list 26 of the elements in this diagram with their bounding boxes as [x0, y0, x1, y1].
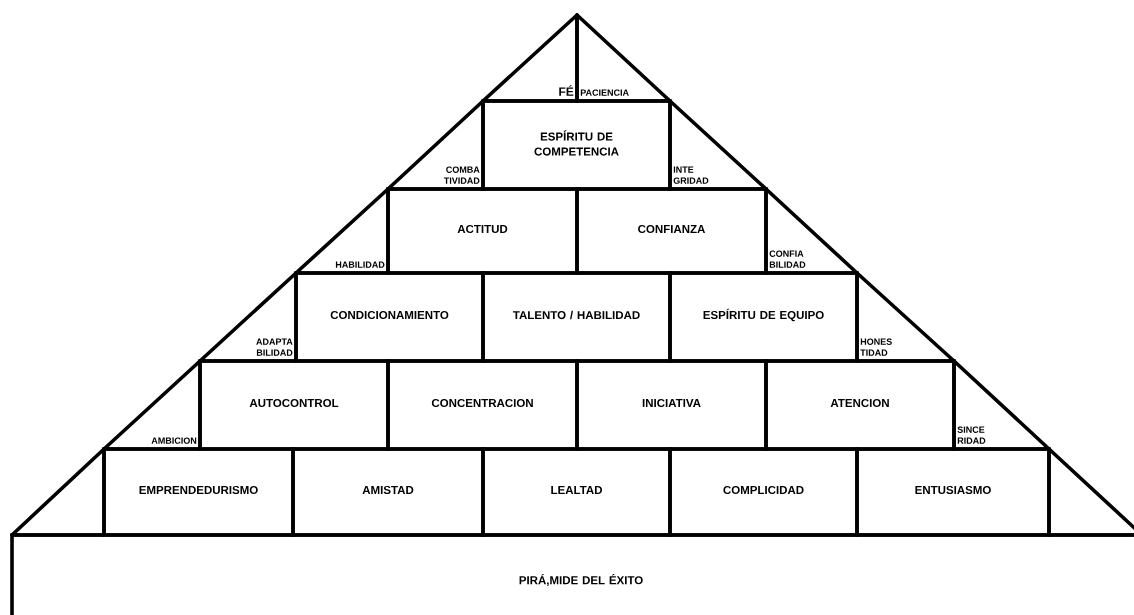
pyramid-cell: HABILIDAD: [294, 187, 390, 275]
brick-box: ATENCION: [764, 359, 956, 451]
brick-box: ACTITUD: [386, 187, 579, 275]
pyramid-cell: CONFIA BILIDAD: [764, 187, 859, 275]
pyramid-cell: PACIENCIA: [575, 13, 672, 103]
base-box: PIRÁ,MIDE DEL ÉXITO: [10, 533, 1134, 615]
brick-box: AUTOCONTROL: [198, 359, 390, 451]
brick-box: AMISTAD: [291, 447, 485, 537]
brick-box: ESPÍRITU DE EQUIPO: [668, 271, 859, 363]
brick-box: CONFIANZA: [575, 187, 768, 275]
pyramid-cell: COMBA TIVIDAD: [386, 99, 485, 191]
brick-box: LEALTAD: [481, 447, 672, 537]
brick-box: TALENTO / HABILIDAD: [481, 271, 672, 363]
brick-box: ENTUSIASMO: [855, 447, 1051, 537]
pyramid-cell: ADAPTA BILIDAD: [198, 271, 298, 363]
brick-box: CONCENTRACION: [386, 359, 579, 451]
brick-box: COMPLICIDAD: [668, 447, 859, 537]
brick-box: CONDICIONAMIENTO: [294, 271, 485, 363]
pyramid-cell: SINCE RIDAD: [952, 359, 1051, 451]
brick-box: EMPRENDEDURISMO: [102, 447, 295, 537]
pyramid-cell: HONES TIDAD: [855, 271, 956, 363]
pyramid-cell: FÉ: [481, 13, 579, 103]
pyramid-cell: AMBICION: [102, 359, 202, 451]
brick-box: INICIATIVA: [575, 359, 768, 451]
brick-box: ESPÍRITU DE COMPETENCIA: [481, 99, 672, 191]
pyramid-cell: INTE GRIDAD: [668, 99, 768, 191]
